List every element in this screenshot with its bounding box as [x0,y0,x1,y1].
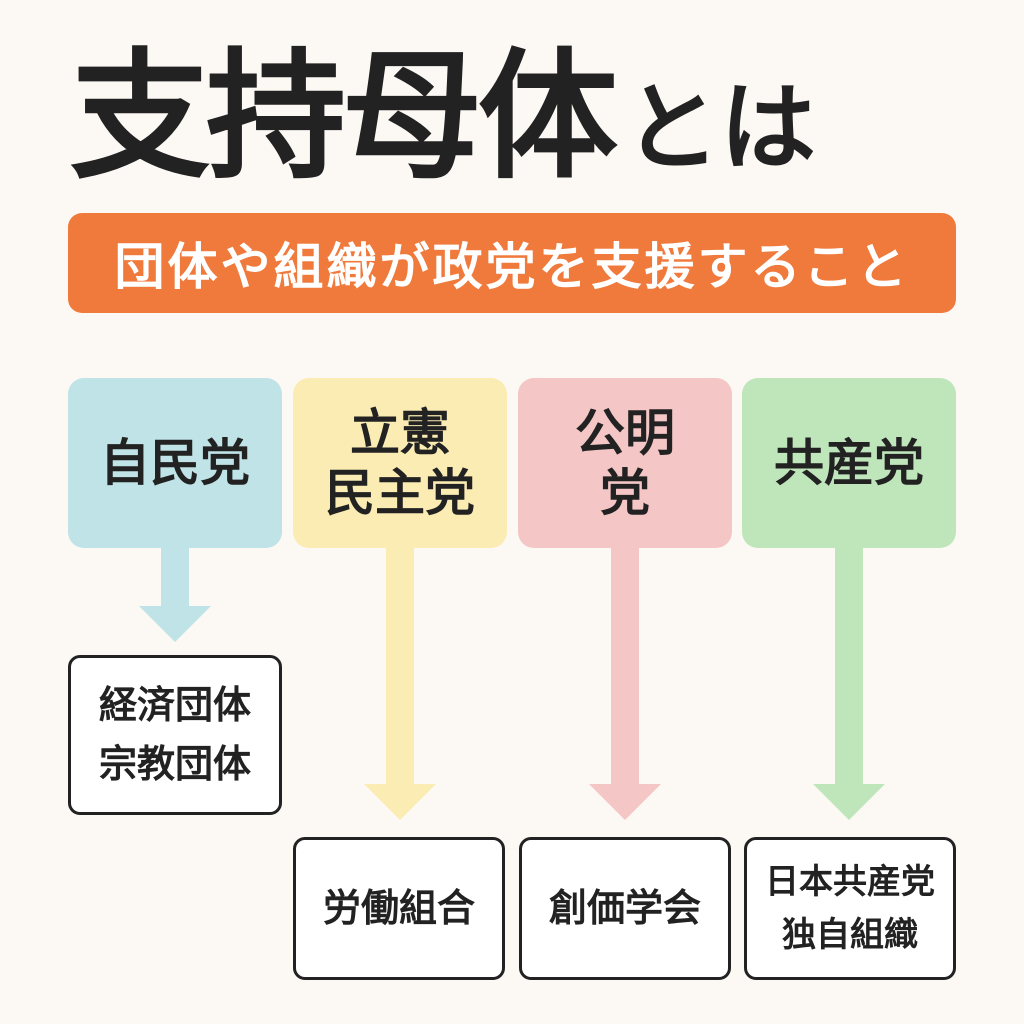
arrow-komeito-shaft [611,548,639,786]
supporter-komeito: 創価学会 [519,837,731,980]
banner-text: 団体や組織が政党を支援すること [114,238,910,296]
arrow-down-icon [589,784,661,820]
supporter-jcp-label: 日本共産党 独自組織 [765,861,935,955]
supporter-cdp-label: 労働組合 [322,886,475,931]
supporter-jcp: 日本共産党 独自組織 [744,837,956,980]
title-main: 支持母体 [70,36,618,199]
party-jcp: 共産党 [742,378,956,548]
supporter-komeito-label: 創価学会 [548,886,701,931]
arrow-down-icon [139,606,211,642]
party-cdp-label: 立憲 民主党 [325,404,475,522]
party-cdp: 立憲 民主党 [293,378,507,548]
supporter-ldp-label: 経済団体 宗教団体 [98,683,251,786]
page-title: 支持母体 とは [70,18,816,188]
party-ldp: 自民党 [68,378,282,548]
arrow-cdp-shaft [386,548,414,786]
supporter-cdp: 労働組合 [293,837,505,980]
arrow-ldp-shaft [161,548,189,608]
party-komeito: 公明 党 [518,378,732,548]
arrow-jcp-shaft [835,548,863,786]
party-jcp-label: 共産党 [774,434,924,492]
party-komeito-label: 公明 党 [575,404,675,522]
party-ldp-label: 自民党 [100,434,250,492]
title-suffix: とは [624,72,817,184]
supporter-ldp: 経済団体 宗教団体 [68,655,282,815]
arrow-down-icon [364,784,436,820]
arrow-down-icon [813,784,885,820]
definition-banner: 団体や組織が政党を支援すること [68,213,956,313]
